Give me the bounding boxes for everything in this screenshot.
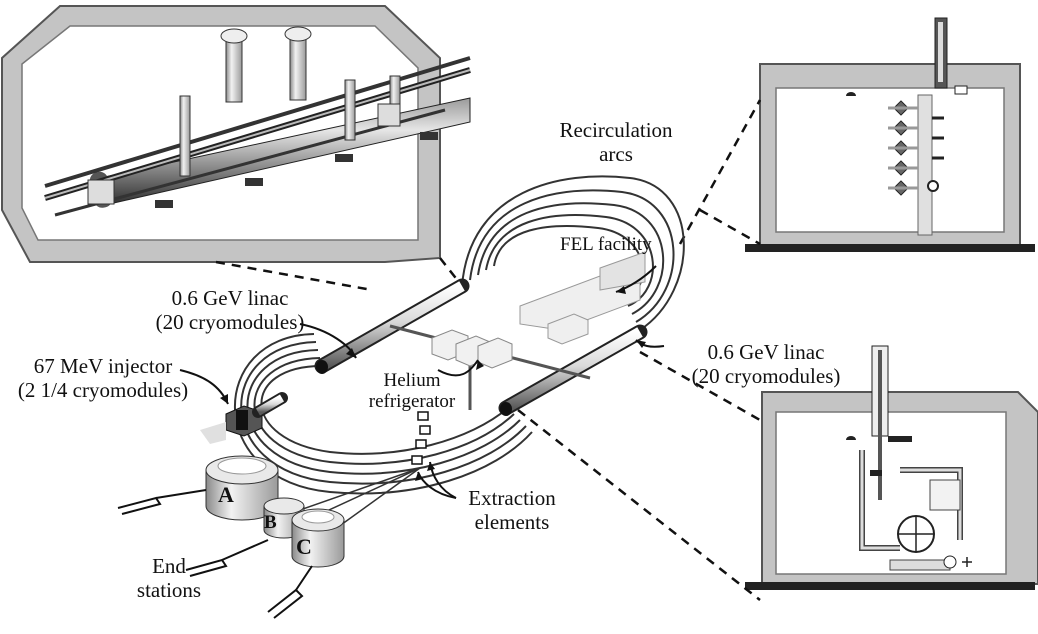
linac-north — [314, 278, 470, 374]
label-linac-south-line2: (20 cryomodules) — [691, 364, 841, 388]
callout-arrowheads — [220, 286, 646, 481]
label-recirculation-arcs-line2: arcs — [599, 142, 633, 166]
injector — [200, 392, 288, 444]
label-linac-north-line1: 0.6 GeV linac — [171, 286, 289, 310]
label-helium-refrigerator: Helium refrigerator — [352, 370, 472, 412]
label-end-stations-line1: End — [152, 554, 186, 578]
hall-a-letter: A — [218, 482, 234, 507]
label-end-stations: End stations — [124, 554, 214, 602]
label-linac-south: 0.6 GeV linac (20 cryomodules) — [676, 340, 856, 388]
linac-south — [498, 324, 648, 416]
extraction-elements — [411, 411, 431, 465]
tunnel-cross-section-top-right — [745, 17, 1035, 252]
label-injector: 67 MeV injector (2 1/4 cryomodules) — [8, 354, 198, 402]
label-fel-facility: FEL facility — [560, 234, 652, 255]
end-station-hall-c — [291, 508, 345, 568]
label-helium-refrigerator-line1: Helium — [383, 370, 441, 391]
end-station-hall-a — [205, 455, 279, 521]
hall-b-letter: B — [264, 512, 277, 533]
label-linac-south-line1: 0.6 GeV linac — [707, 340, 825, 364]
callout-dashed-lines — [215, 99, 762, 601]
label-injector-line1: 67 MeV injector — [33, 354, 173, 378]
label-end-stations-line2: stations — [136, 578, 202, 602]
label-extraction-elements-line1: Extraction — [468, 486, 556, 510]
label-extraction-elements: Extraction elements — [452, 486, 572, 534]
label-injector-line2: (2 1/4 cryomodules) — [17, 378, 189, 402]
beam-dumps — [117, 489, 313, 619]
fel-facility — [519, 251, 646, 345]
label-recirculation-arcs-line1: Recirculation — [559, 118, 673, 142]
tunnel-cross-section-top-left — [0, 5, 471, 263]
label-helium-refrigerator-line2: refrigerator — [368, 391, 456, 412]
label-linac-north: 0.6 GeV linac (20 cryomodules) — [140, 286, 320, 334]
label-linac-north-line2: (20 cryomodules) — [155, 310, 305, 334]
label-recirculation-arcs: Recirculation arcs — [556, 118, 676, 166]
helium-refrigerator — [431, 329, 513, 369]
hall-c-letter: C — [296, 534, 312, 559]
tunnel-cross-section-bottom-right — [745, 345, 1038, 590]
label-extraction-elements-line2: elements — [474, 510, 550, 534]
